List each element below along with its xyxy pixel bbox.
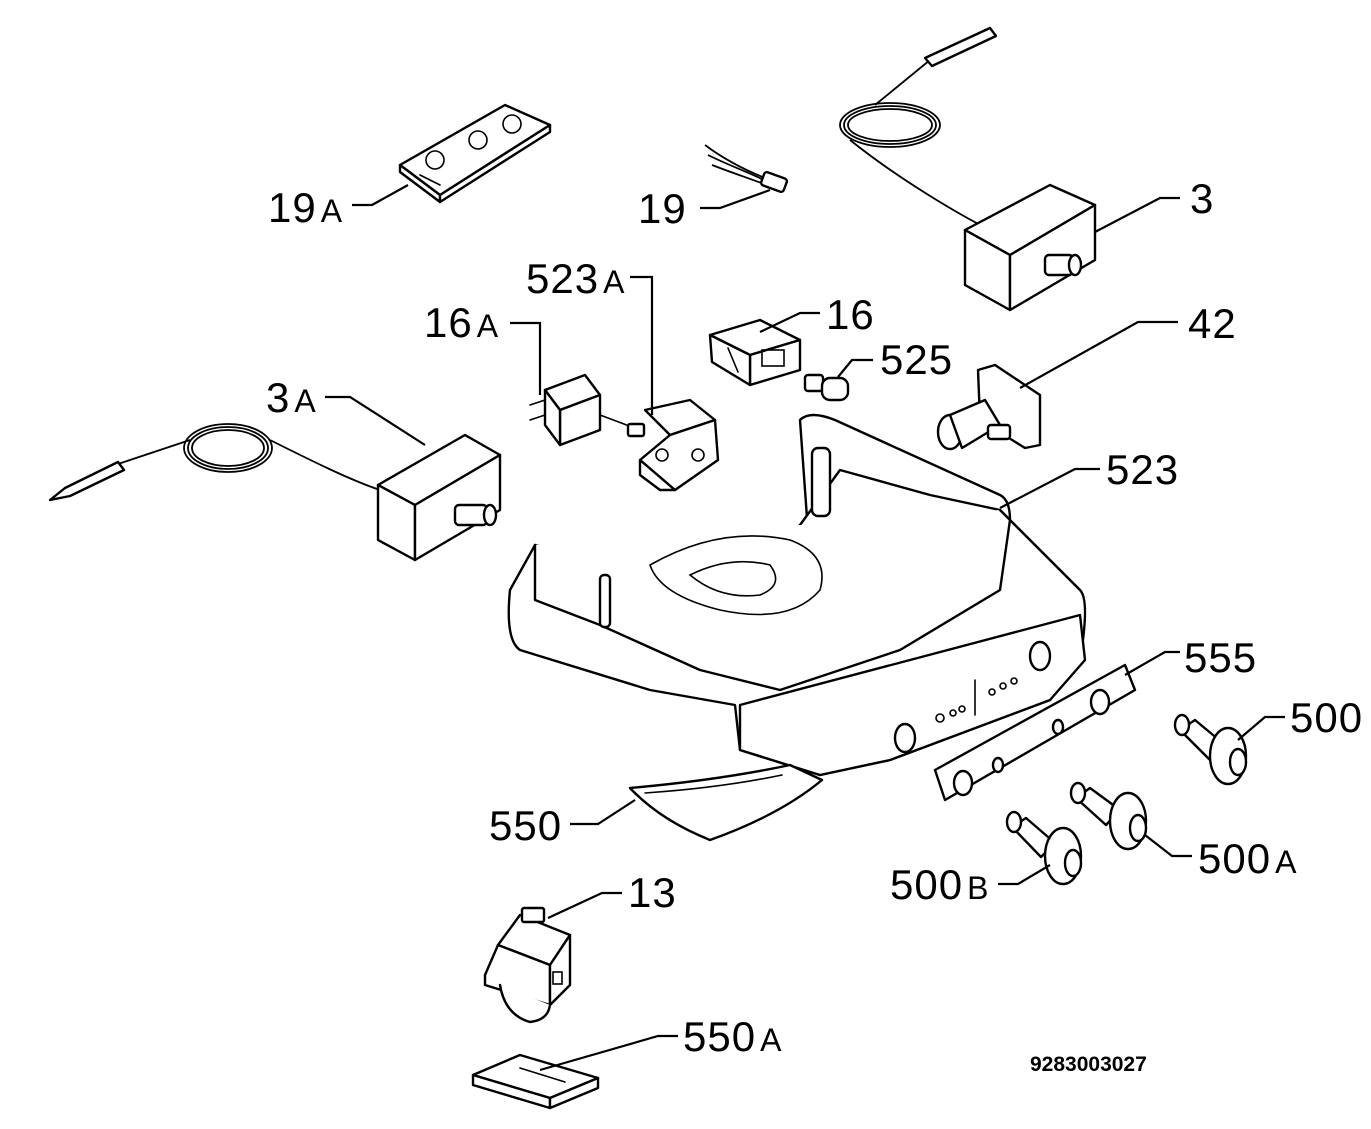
part-525-lamp xyxy=(803,373,850,402)
part-523-housing xyxy=(507,413,1087,777)
callout-19: 19 xyxy=(638,185,687,232)
callout-523: 523 xyxy=(1106,446,1180,493)
callout-13: 13 xyxy=(628,869,677,916)
callout-500: 500 xyxy=(1290,694,1364,741)
part-16-switch xyxy=(708,318,802,387)
part-19a-selector-board xyxy=(398,103,552,204)
callout-525: 525 xyxy=(880,336,954,383)
part-500a-knob xyxy=(1069,781,1148,851)
part-523a-bracket xyxy=(638,398,720,492)
part-3a-thermostat xyxy=(48,423,502,562)
callout-555: 555 xyxy=(1184,634,1258,681)
part-550a-clip xyxy=(471,1053,600,1110)
part-3-thermostat xyxy=(839,26,1097,312)
callout-3: 3 xyxy=(1190,175,1215,222)
leader-lines xyxy=(325,184,1285,1072)
part-550-tray xyxy=(628,763,824,842)
part-19-lamp xyxy=(704,144,789,194)
part-500b-knob xyxy=(1005,810,1083,886)
callout-42: 42 xyxy=(1188,300,1237,347)
callout-16: 16 xyxy=(826,291,875,338)
part-500-knob xyxy=(1173,713,1248,786)
part-13-switch xyxy=(483,906,572,1024)
part-555-fascia xyxy=(933,663,1137,802)
diagram-reference-number: 9283003027 xyxy=(1030,1053,1147,1076)
callout-550: 550 xyxy=(489,802,563,849)
part-16a-switch xyxy=(529,373,646,447)
